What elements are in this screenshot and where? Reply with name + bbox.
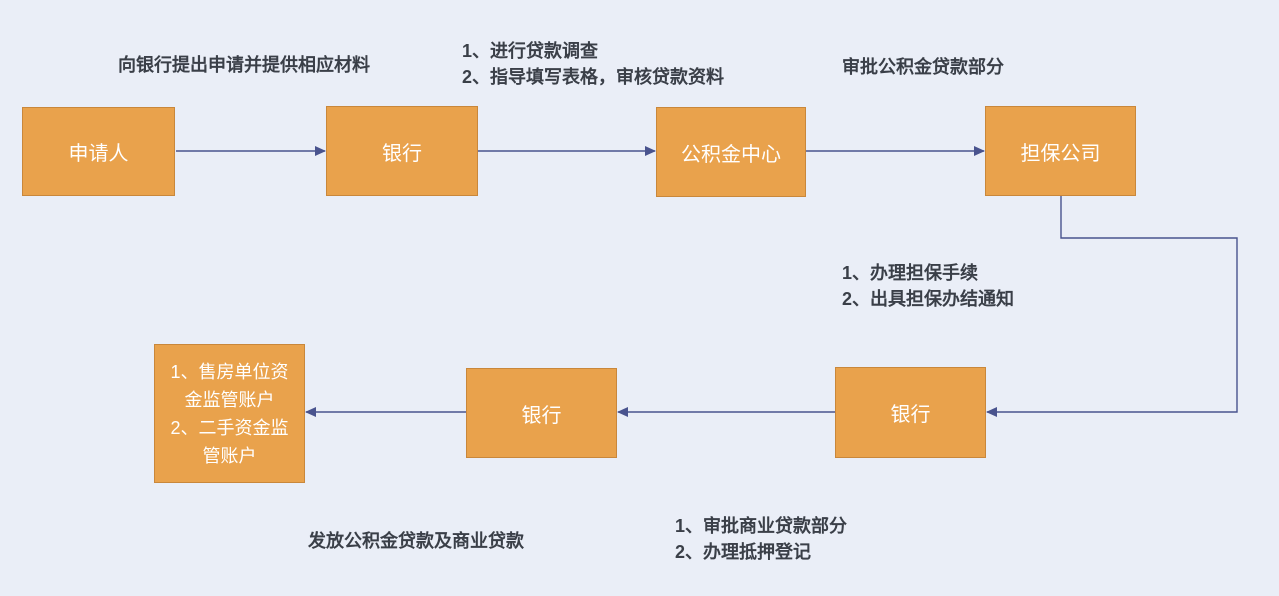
annotation-loan-survey: 1、进行贷款调查 2、指导填写表格，审核贷款资料 [462,41,725,87]
node-supervision-accounts: 1、售房单位资 金监管账户 2、二手资金监 管账户 [154,344,305,483]
annotation-guarantee-steps: 1、办理担保手续 2、出具担保办结通知 [842,263,1015,309]
annotation-apply: 向银行提出申请并提供相应材料 [118,55,370,75]
node-guarantee-company-label: 担保公司 [1020,142,1101,165]
node-bank-middle-label: 银行 [521,404,562,427]
node-bank-right-label: 银行 [890,404,931,426]
node-bank-top-label: 银行 [382,142,422,165]
node-applicant-label: 申请人 [68,143,129,165]
node-applicant: 申请人 [22,107,175,196]
node-bank-top: 银行 [326,106,478,196]
annotation-commercial: 1、审批商业贷款部分 2、办理抵押登记 [675,516,848,562]
node-guarantee-company: 担保公司 [985,106,1136,196]
node-bank-right: 银行 [835,367,986,458]
annotation-disburse: 发放公积金贷款及商业贷款 [308,531,524,551]
annotation-approve-fund: 审批公积金贷款部分 [842,57,1004,77]
node-supervision-accounts-label: 1、售房单位资 金监管账户 2、二手资金监 管账户 [170,361,289,466]
node-bank-middle: 银行 [466,368,617,458]
node-fund-center: 公积金中心 [656,107,806,197]
edge-guarantee-to-bank-right [986,196,1238,417]
node-fund-center-label: 公积金中心 [681,143,781,166]
